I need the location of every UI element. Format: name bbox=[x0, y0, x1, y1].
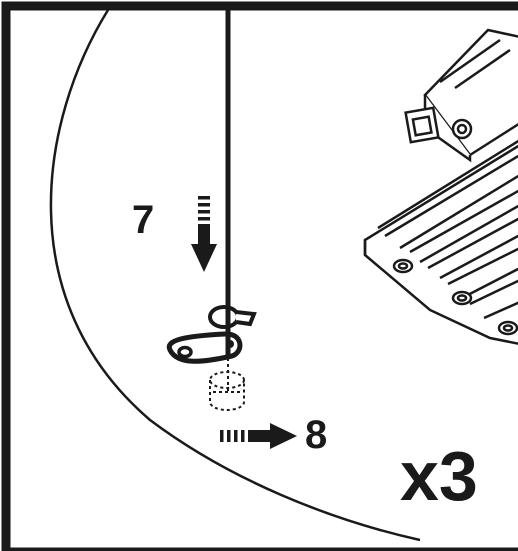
quantity-label: x3 bbox=[400, 437, 478, 515]
step-8-label: 8 bbox=[305, 413, 327, 457]
right-arrow-icon bbox=[220, 423, 297, 449]
device-chassis bbox=[363, 28, 518, 345]
cable-clamp bbox=[166, 300, 257, 411]
step-7-label: 7 bbox=[132, 198, 154, 242]
down-arrow-icon bbox=[191, 196, 217, 272]
callout-curve bbox=[49, 9, 421, 542]
